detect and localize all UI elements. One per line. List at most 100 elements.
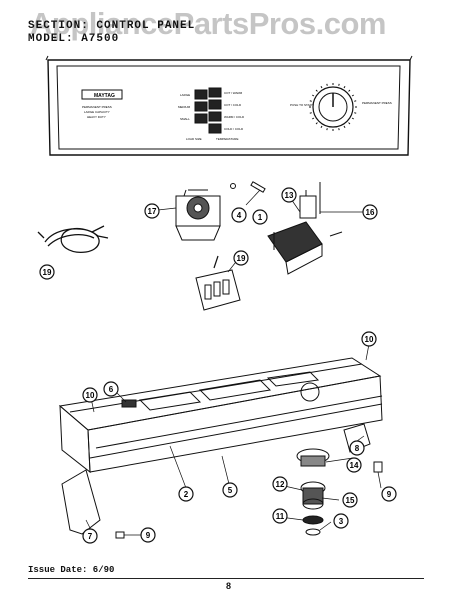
model-title: MODEL: A7500 bbox=[28, 33, 120, 45]
timer-assembly bbox=[175, 189, 221, 241]
clip-9-left bbox=[115, 531, 125, 539]
dial-tick bbox=[315, 122, 318, 125]
callout-number: 16 bbox=[366, 208, 375, 217]
page-number: 8 bbox=[226, 581, 232, 591]
callout-number: 19 bbox=[43, 268, 52, 277]
dial-tick bbox=[311, 94, 315, 97]
callout-circle bbox=[361, 331, 377, 347]
right-label-4: COLD / COLD bbox=[224, 127, 244, 131]
dial-tick bbox=[343, 125, 346, 129]
side-bracket bbox=[343, 423, 371, 453]
permanent-press-label: PERMANENT PRESS bbox=[362, 101, 392, 105]
callout-number: 13 bbox=[285, 191, 294, 200]
callout-number: 7 bbox=[88, 532, 93, 541]
callout-circle bbox=[381, 486, 397, 502]
spring-part bbox=[250, 181, 266, 193]
temperature-label: TEMPERATURE bbox=[216, 137, 238, 141]
callout-circle bbox=[349, 440, 365, 456]
callout-number: 11 bbox=[276, 512, 285, 521]
temp-button-1[interactable] bbox=[208, 87, 222, 98]
push-to-start-label: PUSH TO START bbox=[290, 103, 314, 107]
dial-tick bbox=[348, 89, 351, 92]
load-size-button-medium[interactable] bbox=[194, 101, 208, 112]
right-label-2: COT / COLD bbox=[224, 103, 242, 107]
callout-circle bbox=[233, 250, 249, 266]
control-panel bbox=[45, 55, 413, 156]
timer-dial[interactable] bbox=[309, 83, 357, 131]
callout-circle bbox=[346, 457, 362, 473]
watermark: AppliancePartsPros.com bbox=[30, 6, 386, 41]
dial-tick bbox=[354, 100, 357, 102]
dial-tick bbox=[354, 112, 357, 114]
dial-tick bbox=[351, 94, 355, 97]
dial-tick bbox=[338, 128, 340, 131]
callout-number: 14 bbox=[350, 461, 359, 470]
callout-number: 5 bbox=[228, 486, 233, 495]
load-size-button-large[interactable] bbox=[194, 89, 208, 100]
callout-circle bbox=[252, 209, 268, 225]
temp-button-2[interactable] bbox=[208, 99, 222, 110]
callout-circle bbox=[281, 187, 297, 203]
issue-date: Issue Date: 6/90 bbox=[28, 565, 115, 575]
temp-button-4[interactable] bbox=[208, 123, 222, 134]
connector-block bbox=[195, 255, 241, 311]
callout-circle bbox=[342, 492, 358, 508]
wire-harness bbox=[37, 225, 109, 253]
callout-number: 1 bbox=[258, 213, 263, 222]
callout-circle bbox=[333, 513, 349, 529]
switch-assembly bbox=[267, 182, 343, 275]
dial-tick bbox=[326, 83, 328, 86]
callout-circle bbox=[231, 207, 247, 223]
left-label-2: MEDIUM bbox=[178, 105, 191, 109]
left-label-3: SMALL bbox=[180, 117, 190, 121]
footer-rule bbox=[28, 578, 424, 579]
dial-tick bbox=[311, 117, 315, 120]
dial-tick bbox=[351, 117, 355, 120]
right-label-3: WARM / COLD bbox=[224, 115, 245, 119]
rating-line-1: PERMANENT PRESS bbox=[82, 105, 112, 109]
dial-tick bbox=[348, 122, 351, 125]
right-label-1: COT / WARM bbox=[224, 91, 243, 95]
callout-number: 2 bbox=[184, 490, 189, 499]
callout-circle bbox=[140, 527, 156, 543]
clip-9-right bbox=[373, 461, 383, 473]
temp-button-3[interactable] bbox=[208, 111, 222, 122]
load-size-label: LOAD SIZE bbox=[186, 137, 202, 141]
rating-line-2: LARGE CAPACITY bbox=[84, 110, 110, 114]
rating-line-3: HEAVY DUTY bbox=[87, 115, 106, 119]
callout-number: 17 bbox=[148, 207, 157, 216]
callout-circle bbox=[178, 486, 194, 502]
brand-label: MAYTAG bbox=[94, 93, 115, 99]
bracket-part bbox=[61, 469, 101, 535]
brand-plate bbox=[81, 89, 123, 100]
dial-tick bbox=[326, 128, 328, 131]
left-label-1: LARGE bbox=[180, 93, 190, 97]
console-frame bbox=[58, 357, 383, 474]
dial-tick bbox=[309, 100, 312, 102]
clip-part bbox=[230, 183, 236, 189]
dial-tick bbox=[315, 89, 318, 92]
callout-circle bbox=[362, 204, 378, 220]
callout-circle bbox=[272, 476, 288, 492]
dial-tick bbox=[309, 112, 312, 114]
callout-circle bbox=[103, 381, 119, 397]
callout-number: 10 bbox=[86, 391, 95, 400]
dial-tick bbox=[343, 85, 346, 89]
knob-assembly bbox=[296, 448, 330, 536]
callout-number: 6 bbox=[109, 385, 114, 394]
dial-tick bbox=[320, 125, 323, 129]
callout-number: 3 bbox=[339, 517, 344, 526]
section-title: SECTION: CONTROL PANEL bbox=[28, 20, 196, 32]
callout-number: 10 bbox=[365, 335, 374, 344]
callout-circle bbox=[82, 528, 98, 544]
dial-tick bbox=[338, 83, 340, 86]
callout-circle bbox=[144, 203, 160, 219]
callout-number: 4 bbox=[237, 211, 242, 220]
callout-number: 8 bbox=[355, 444, 360, 453]
callout-number: 9 bbox=[387, 490, 392, 499]
load-size-button-small[interactable] bbox=[194, 113, 208, 124]
callout-circle bbox=[272, 508, 288, 524]
callout-number: 15 bbox=[346, 496, 355, 505]
